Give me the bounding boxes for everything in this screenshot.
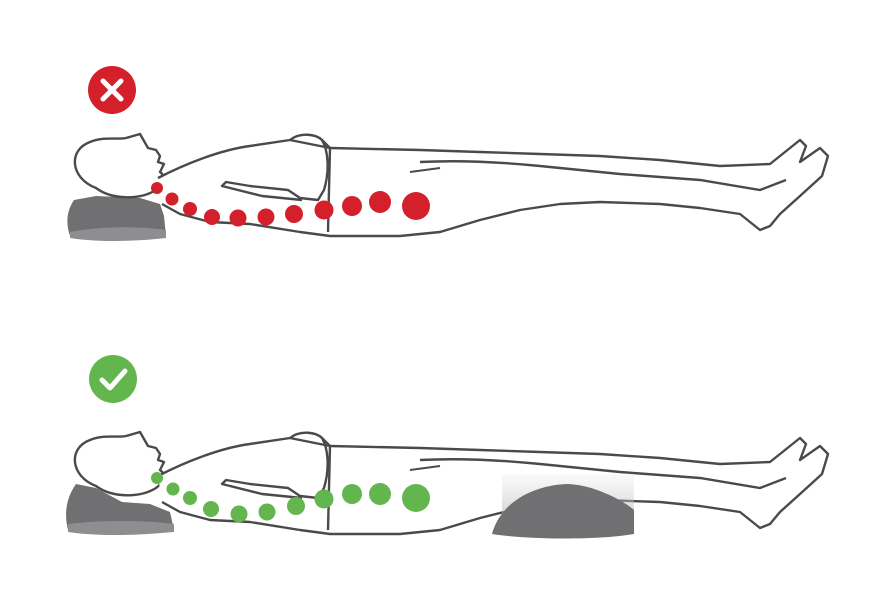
spine-dot [183,202,197,216]
spine-dot [258,503,276,521]
spine-dot [165,192,179,206]
head-pillow-bottom [66,484,174,533]
spine-dot [166,482,180,496]
spine-dots-correct [151,472,430,523]
incorrect-badge [88,66,136,114]
spine-dot [183,491,197,505]
cross-icon [100,78,124,102]
correct-badge [89,355,137,403]
spine-dot [203,501,219,517]
check-icon [99,368,128,391]
spine-dot [230,505,248,523]
spine-dot [402,192,430,220]
spine-dot [285,205,303,223]
spine-dot [151,472,163,484]
spine-dot [342,196,362,216]
spine-dot [287,497,305,515]
spine-dot [229,209,247,227]
spine-dot [314,200,334,220]
spine-dot [314,489,334,509]
spine-dot [402,484,430,512]
spine-dot [369,483,391,505]
spine-dot [204,209,220,225]
spine-dots-incorrect [151,182,430,227]
spine-dot [151,182,163,194]
knee-pillow [492,484,634,539]
body-outline-bottom [73,430,830,536]
spine-dot [369,191,391,213]
spine-dot [257,208,275,226]
spine-dot [342,484,362,504]
body-outline-top [73,132,830,238]
